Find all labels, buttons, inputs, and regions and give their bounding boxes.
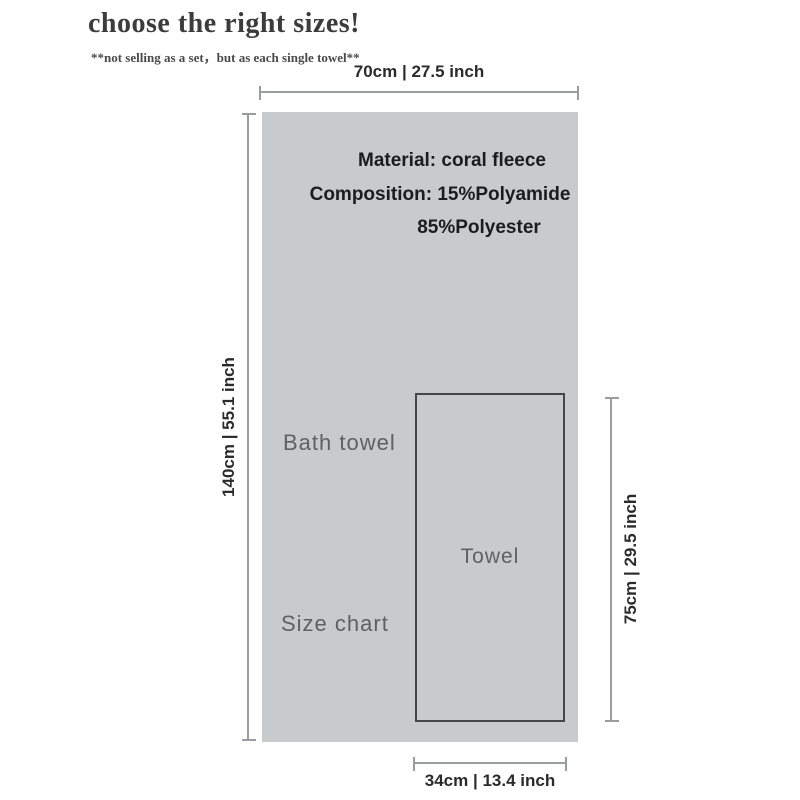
material-line: Material: coral fleece (358, 150, 546, 172)
composition-value-1: 15%Polyamide (437, 184, 571, 205)
bath-towel-height-line (242, 113, 256, 741)
bath-towel-name-label: Bath towel (283, 430, 396, 455)
towel-height-label: 75cm | 29.5 inch (621, 493, 640, 625)
bath-towel-height-label: 140cm | 55.1 inch (219, 357, 238, 497)
composition-line-1: Composition: 15%Polyamide (310, 184, 571, 206)
towel-width-label: 34cm | 13.4 inch (424, 771, 556, 790)
bath-towel-width-line (259, 86, 579, 100)
towel-width-line (413, 757, 567, 771)
towel-height-line (605, 397, 619, 722)
towel-rect (415, 393, 565, 722)
material-value: coral fleece (441, 150, 546, 171)
page-subtitle: **not selling as a set，but as each singl… (91, 50, 360, 65)
towel-name-label: Towel (460, 545, 520, 568)
bath-towel-width-label: 70cm | 27.5 inch (353, 62, 485, 81)
composition-value-2: 85%Polyester (417, 217, 541, 238)
bath-towel-rect (262, 112, 578, 742)
size-chart-label: Size chart (281, 611, 389, 636)
composition-line-2: 85%Polyester (417, 217, 541, 239)
page-title: choose the right sizes! (88, 8, 361, 39)
material-label: Material: (358, 150, 437, 171)
composition-label: Composition: (309, 184, 433, 205)
